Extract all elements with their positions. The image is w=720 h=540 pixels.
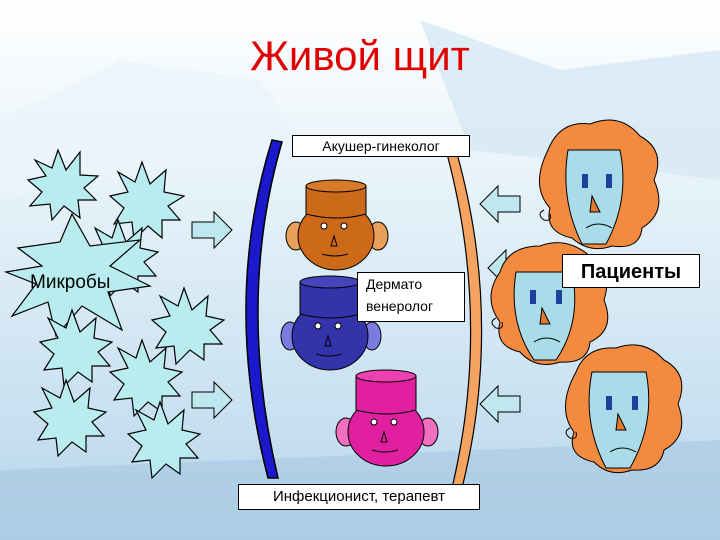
arrow-right-top [191,210,233,250]
microbes-group [3,148,226,480]
microbe [26,148,100,222]
shield-left-arc [245,139,283,479]
patient-face-bottom [565,344,683,474]
slide-title: Живой щит [250,32,470,79]
microbe [38,308,114,388]
dermatologist-figure [280,275,382,371]
arrow-right-bottom [191,380,233,420]
microbe-arrows [191,210,233,420]
microbe [150,286,226,366]
infectionist-figure [335,369,439,467]
obgyn-label: Акушер-гинеколог [292,135,470,157]
obgyn-figure [285,179,389,271]
microbe [108,338,184,418]
microbe [126,400,202,480]
patient-face-top [539,119,660,250]
infectionist-label: Инфекционист, терапевт [238,484,480,510]
patients-label: Пациенты [562,254,700,288]
arrow-left-top [479,184,521,224]
microbes-label: Микробы [30,272,111,293]
microbe [3,212,152,338]
microbe [108,160,186,242]
dermatologist-label: Дермато венеролог [357,272,465,322]
arrow-left-bottom [479,384,521,424]
microbe [32,378,108,458]
